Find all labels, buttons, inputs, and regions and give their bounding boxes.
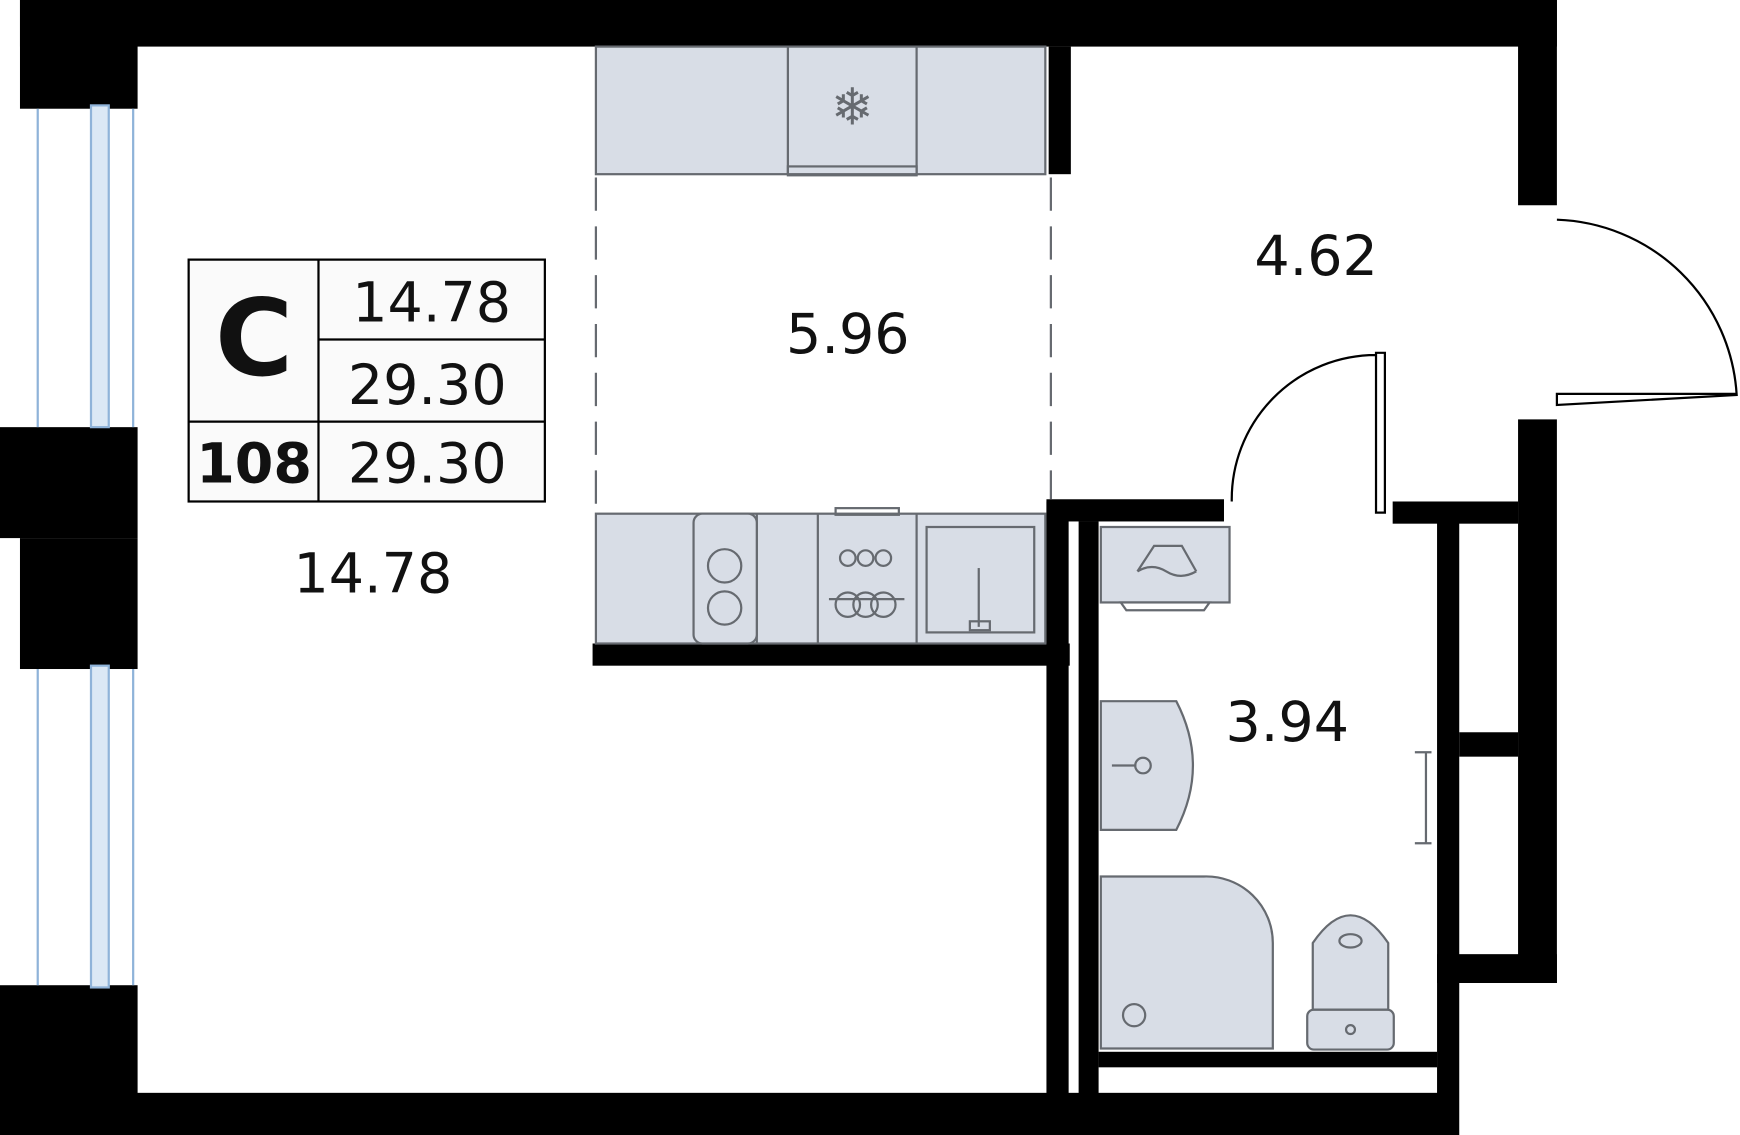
apartment-type: C <box>215 277 293 401</box>
windows <box>36 104 135 989</box>
total-area-value-2: 29.30 <box>348 433 507 497</box>
apartment-number: 108 <box>196 433 312 497</box>
room-area-kitchen: 5.96 <box>786 303 910 367</box>
toilet-icon <box>1306 914 1395 1051</box>
room-area-living: 14.78 <box>293 542 452 606</box>
living-area-value: 14.78 <box>352 272 511 336</box>
walls <box>0 0 1557 1135</box>
towel-rail-icon <box>1414 751 1432 845</box>
sink-icon <box>925 525 1036 634</box>
basin-icon <box>1099 700 1195 832</box>
bathroom-fixtures <box>1099 525 1432 1051</box>
room-area-bathroom: 3.94 <box>1225 691 1349 755</box>
room-area-hallway: 4.62 <box>1254 225 1378 289</box>
doors <box>1230 218 1738 514</box>
total-area-value: 29.30 <box>348 354 507 418</box>
kitchen-top-cabinets: ❄ <box>594 45 1052 511</box>
washing-machine-icon <box>1099 525 1231 604</box>
apartment-legend: C 14.78 29.30 108 29.30 <box>187 258 546 503</box>
bathroom-door <box>1230 351 1387 514</box>
snowflake-icon: ❄ <box>831 78 874 137</box>
entrance-door <box>1555 218 1738 407</box>
shower-icon <box>1099 875 1274 1050</box>
kitchen-bottom-cabinets <box>594 507 1047 645</box>
stove-icon <box>828 507 905 618</box>
